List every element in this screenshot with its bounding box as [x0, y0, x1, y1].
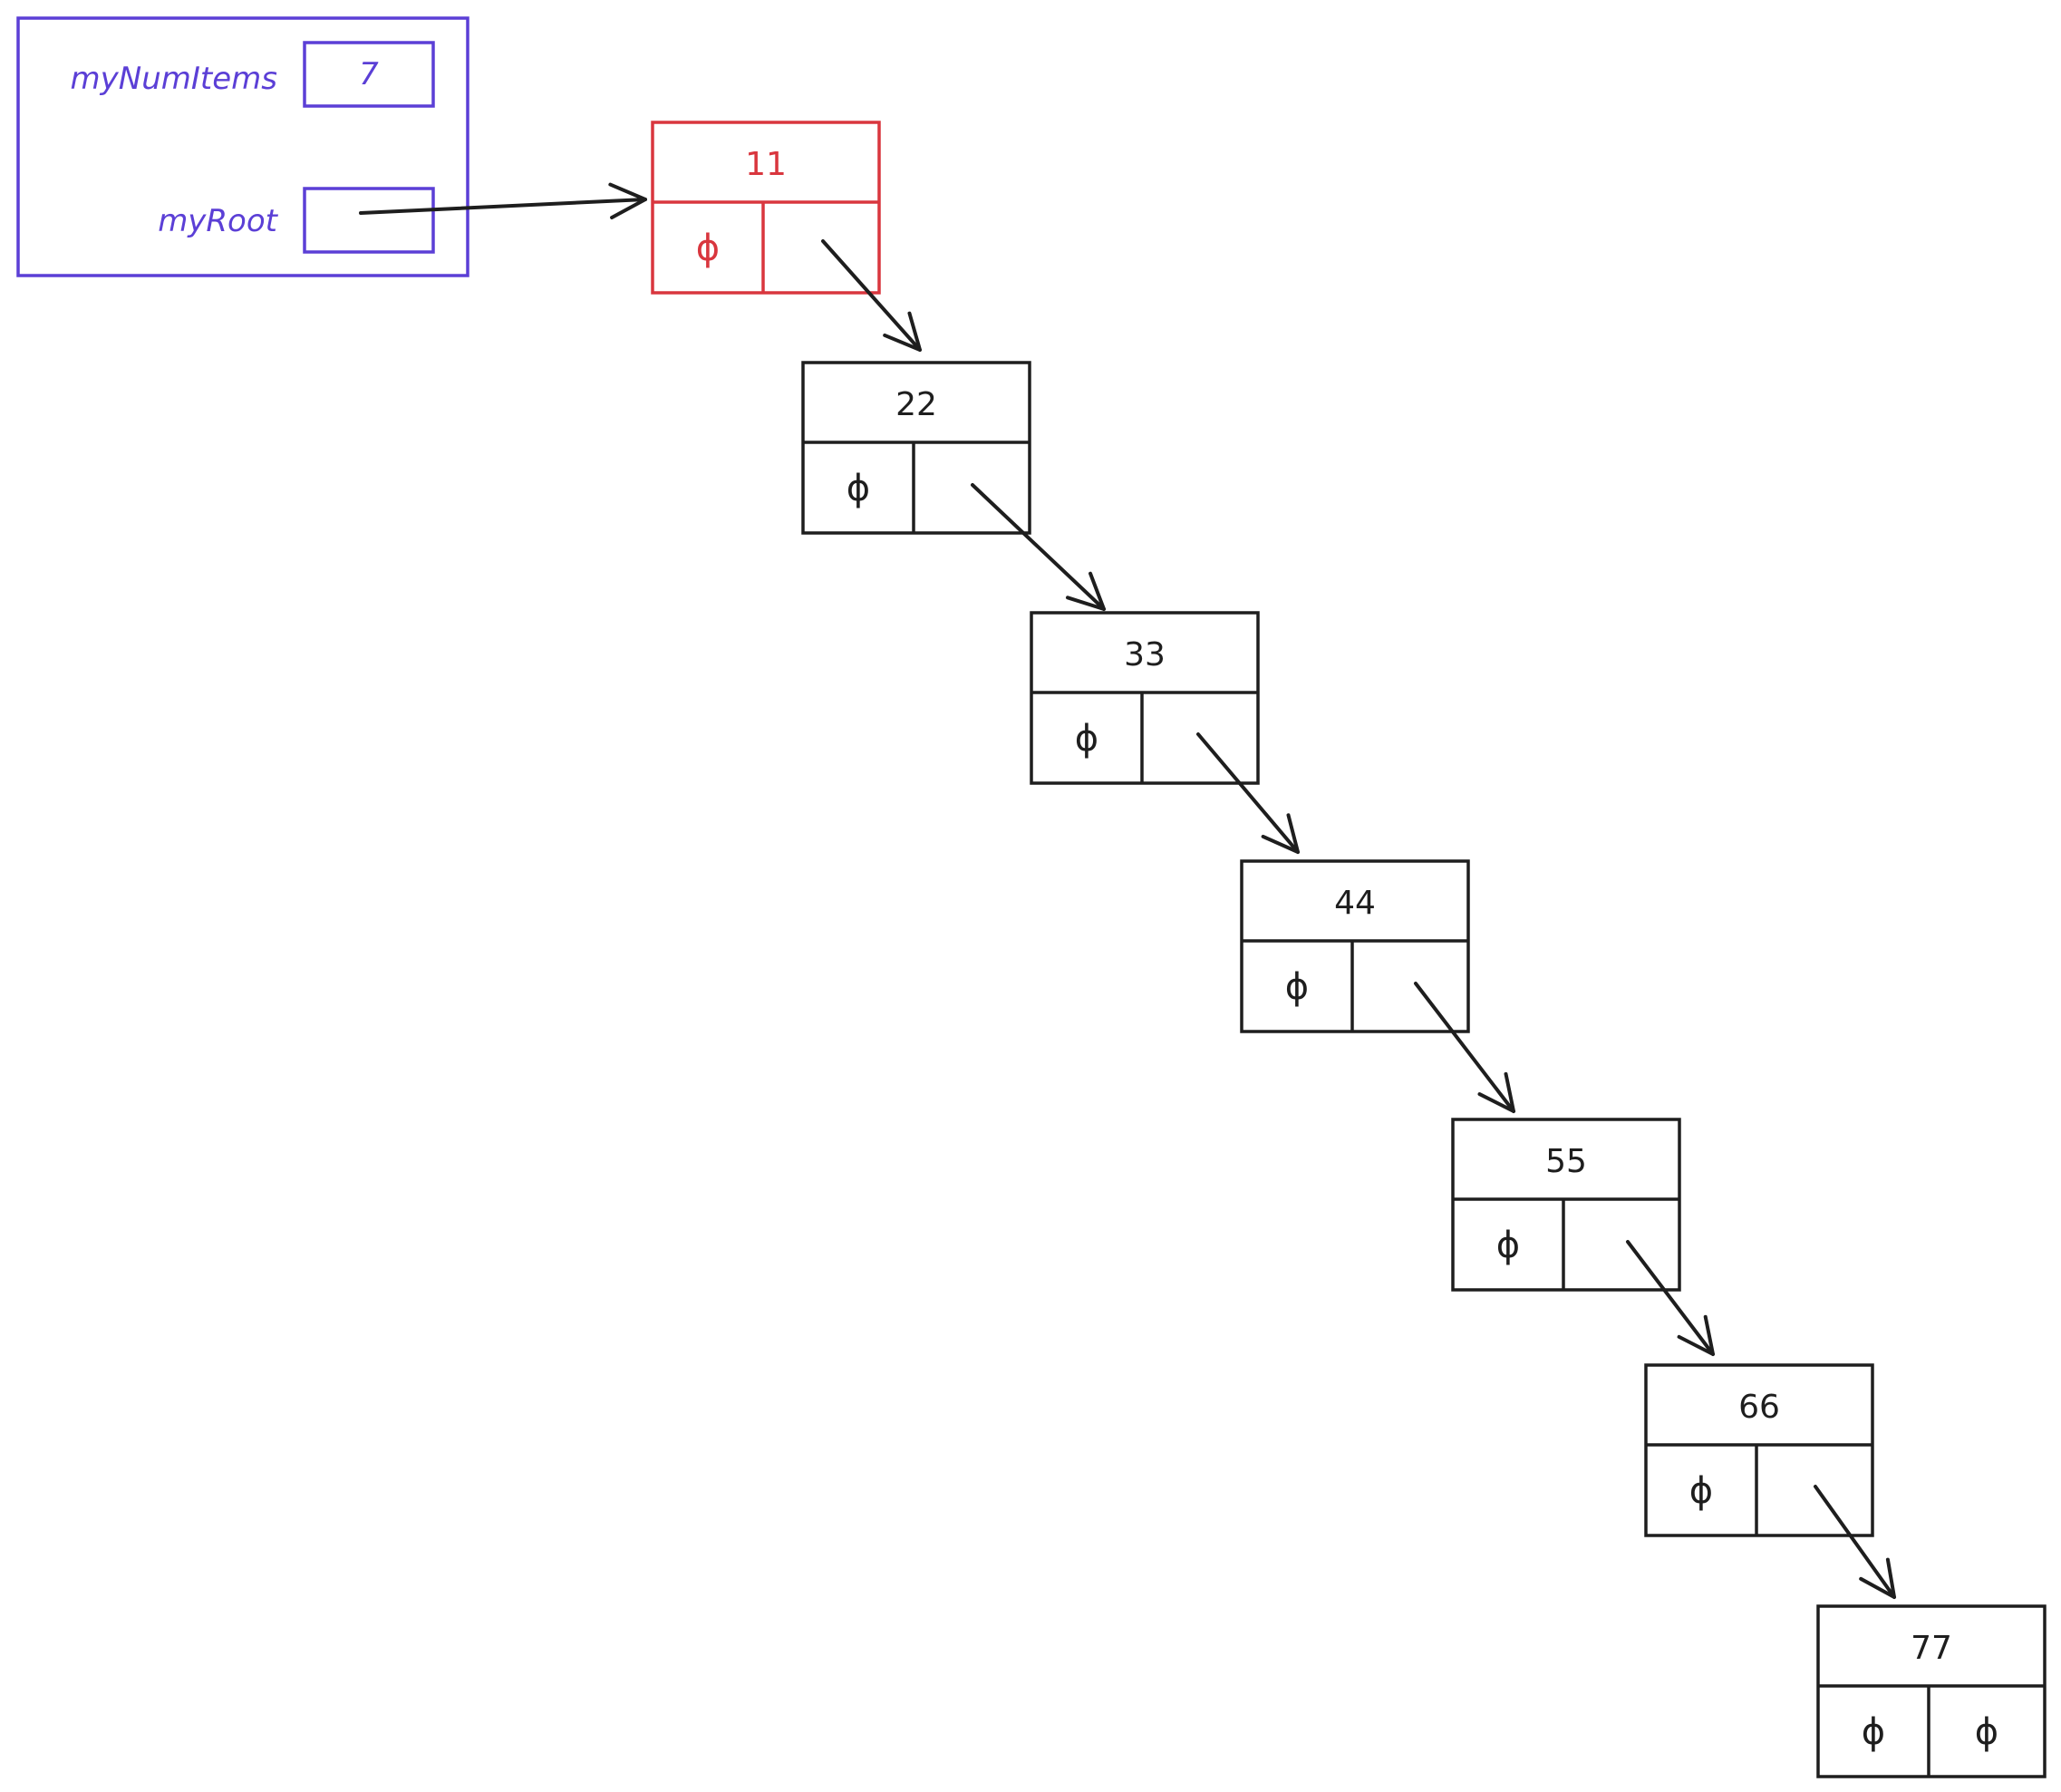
node-outline: [1240, 859, 1470, 1033]
arrow-shaft: [1626, 1240, 1715, 1356]
struct-outline: [16, 16, 469, 277]
node-value: 11: [745, 146, 787, 183]
node-value: 22: [895, 386, 937, 423]
num-items-label: myNumItems: [71, 61, 277, 97]
node-value: 33: [1124, 636, 1166, 673]
node-right-pointer: ϕ: [1975, 1711, 1998, 1753]
arrow-shaft: [971, 483, 1106, 611]
arrow-head: [608, 182, 647, 220]
node-left-null: ϕ: [1075, 718, 1098, 760]
arrow-head: [1477, 1071, 1515, 1113]
node-outline: [651, 121, 881, 295]
node-left-null: ϕ: [1496, 1225, 1520, 1266]
pointer-arrow: [971, 483, 1106, 611]
num-items-box: [303, 41, 435, 108]
node-outline: [1644, 1363, 1874, 1537]
num-items-value: 7: [359, 56, 379, 92]
arrow-head: [1859, 1557, 1896, 1599]
node-outline: [1030, 611, 1260, 785]
arrow-shaft: [359, 198, 647, 215]
node-value: 55: [1545, 1143, 1587, 1180]
pointer-arrow: [1414, 982, 1515, 1113]
bst-node: 33 ϕ: [1030, 611, 1260, 785]
node-value: 44: [1334, 885, 1376, 922]
arrow-shaft: [1196, 732, 1300, 854]
arrow-head: [1065, 571, 1106, 611]
bst-node: 44 ϕ: [1240, 859, 1470, 1033]
node-outline: [1451, 1118, 1681, 1292]
pointer-arrow: [1814, 1485, 1896, 1599]
bst-node: 22 ϕ: [801, 361, 1031, 535]
arrow-head: [1677, 1314, 1715, 1356]
bst-node: 55 ϕ: [1451, 1118, 1681, 1292]
pointer-arrow: [359, 182, 647, 220]
pointer-arrow: [821, 239, 922, 352]
node-left-null: ϕ: [1689, 1470, 1713, 1512]
arrow-shaft: [1814, 1485, 1896, 1599]
pointer-arrow: [1626, 1240, 1715, 1356]
node-left-null: ϕ: [1285, 966, 1309, 1008]
arrow-shaft: [821, 239, 922, 352]
bst-node: 77 ϕ ϕ: [1816, 1604, 2046, 1778]
arrow-shaft: [1414, 982, 1515, 1113]
node-left-null: ϕ: [847, 468, 870, 509]
bst-struct: myNumItems 7 myRoot: [16, 16, 469, 277]
arrow-head: [883, 311, 922, 352]
node-outline: [801, 361, 1031, 535]
pointer-arrow: [1196, 732, 1300, 854]
root-pointer-box: [303, 187, 435, 254]
bst-node: 11 ϕ: [651, 121, 881, 295]
node-left-null: ϕ: [696, 228, 720, 269]
node-value: 66: [1738, 1389, 1780, 1426]
node-left-null: ϕ: [1862, 1711, 1885, 1753]
arrow-head: [1261, 813, 1300, 854]
node-value: 77: [1911, 1630, 1952, 1667]
node-outline: [1816, 1604, 2046, 1778]
bst-node: 66 ϕ: [1644, 1363, 1874, 1537]
root-label: myRoot: [158, 203, 278, 239]
